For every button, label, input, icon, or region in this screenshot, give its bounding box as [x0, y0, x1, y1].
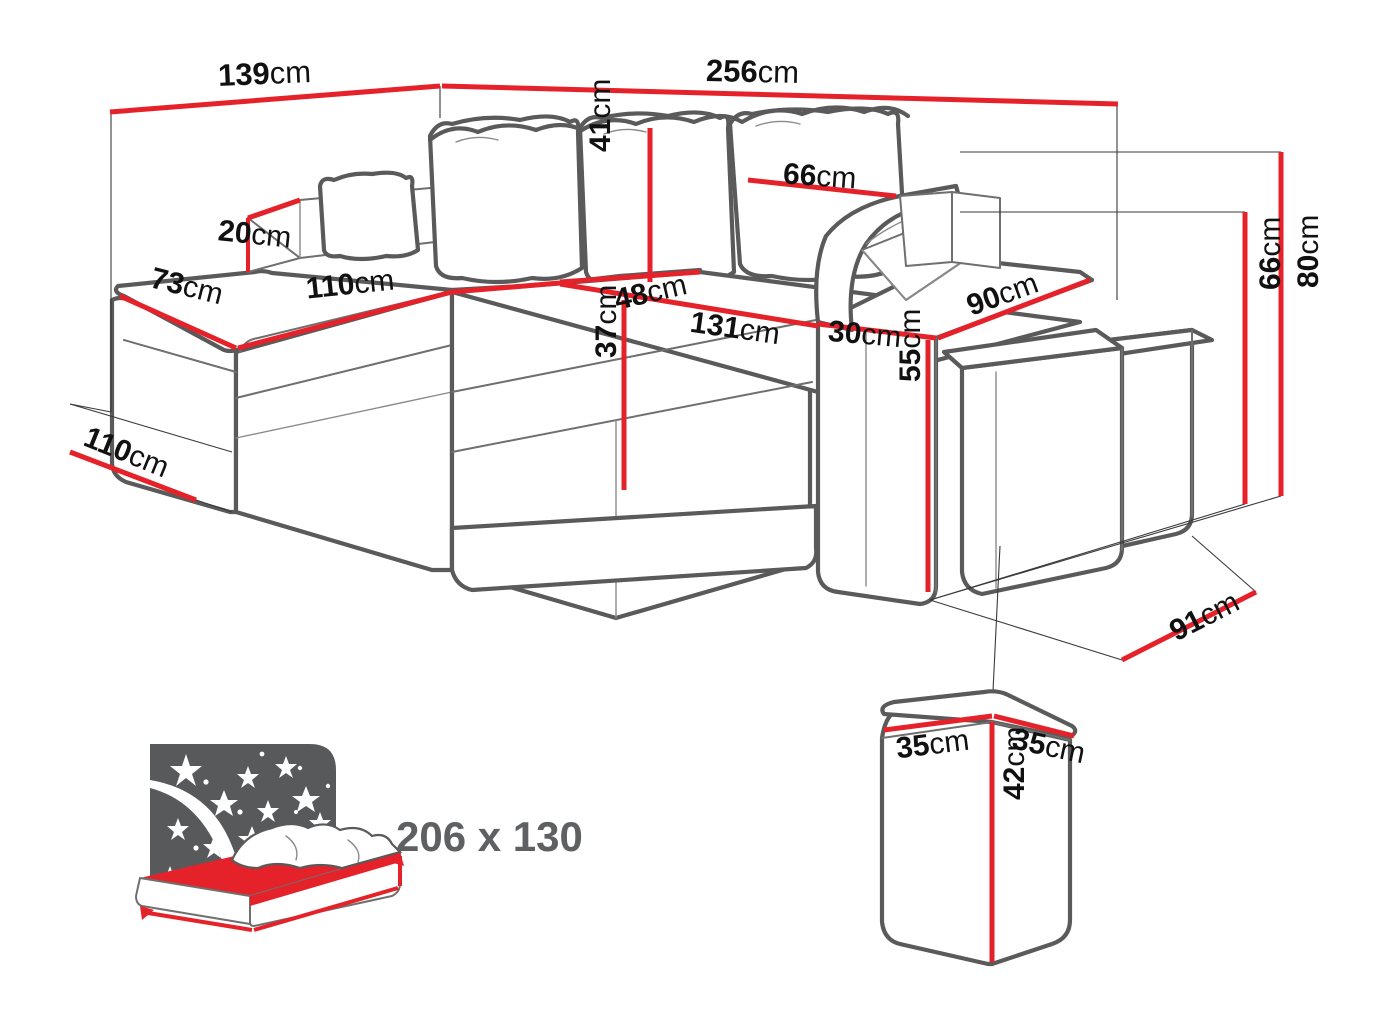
dimline-91 [1120, 589, 1258, 663]
guide-lines [69, 86, 1282, 713]
dimension-label-256: 256cm [705, 53, 800, 90]
dimline-256 [441, 83, 1119, 107]
dimline-90 [937, 277, 1091, 341]
dimension-label-139: 139cm [217, 54, 312, 93]
dimline-30 [817, 321, 937, 341]
dimension-label-41: 41cm [584, 78, 617, 152]
dim-80-value: 80 [1292, 254, 1325, 288]
dim-131-value: 131 [688, 305, 743, 346]
dim-30-value: 30 [826, 314, 863, 351]
dim-131-unit: cm [737, 312, 782, 352]
dim-20-unit: cm [249, 217, 293, 255]
dim-110seat-value: 110 [304, 267, 357, 306]
dim-35left-unit: cm [927, 723, 972, 762]
dim-80-unit: cm [1292, 214, 1325, 255]
dimline-131 [559, 281, 819, 329]
dimension-label-30: 30cm [826, 314, 903, 354]
dim-256-value: 256 [705, 53, 759, 90]
dim-41-value: 41 [584, 118, 617, 152]
sofa-illustration [109, 105, 1215, 621]
dim-66height-value: 66 [1254, 256, 1287, 290]
dim-37-unit: cm [590, 284, 623, 325]
dimline-131-left [451, 280, 561, 295]
dimline-73 [118, 293, 238, 351]
dim-42-unit: cm [998, 726, 1031, 767]
dimline-110-seat [237, 289, 453, 351]
dim-66cushion-unit: cm [815, 159, 858, 196]
dim-35left-value: 35 [894, 728, 932, 766]
dimension-label-66-height: 66cm [1254, 216, 1287, 290]
dimension-label-20: 20cm [216, 214, 293, 255]
dimline-66-cushion [747, 177, 897, 199]
dimension-label-37: 37cm [590, 284, 623, 358]
dimline-110-depth [69, 449, 197, 503]
dimline-20 [247, 197, 301, 221]
sleeping-area-label: 206 x 130 [396, 813, 583, 860]
dim-139-value: 139 [217, 55, 271, 93]
dimline-35-left [883, 713, 993, 733]
dim-20-value: 20 [216, 214, 254, 251]
dimension-label-42: 42cm [998, 726, 1031, 800]
dim-55-value: 55 [894, 348, 927, 382]
dim-139-unit: cm [268, 54, 312, 91]
dim-66height-unit: cm [1254, 216, 1287, 257]
dimline-35-right [993, 713, 1075, 739]
dimline-48 [559, 269, 701, 285]
dim-256-unit: cm [757, 54, 800, 90]
dim-110seat-unit: cm [352, 263, 396, 301]
dim-66cushion-value: 66 [781, 157, 818, 193]
pouf-illustration [879, 689, 1078, 967]
dimension-lines [69, 83, 1284, 663]
dim-37-value: 37 [590, 324, 623, 358]
dimline-139 [109, 83, 441, 115]
dim-42-value: 42 [998, 766, 1031, 800]
sleeping-area-icon [135, 744, 404, 932]
dimension-label-80: 80cm [1292, 214, 1325, 288]
dim-55-unit: cm [894, 308, 927, 349]
dim-41-unit: cm [584, 78, 617, 119]
dimension-label-55: 55cm [894, 308, 927, 382]
dimension-label-66-cushion: 66cm [781, 157, 858, 196]
